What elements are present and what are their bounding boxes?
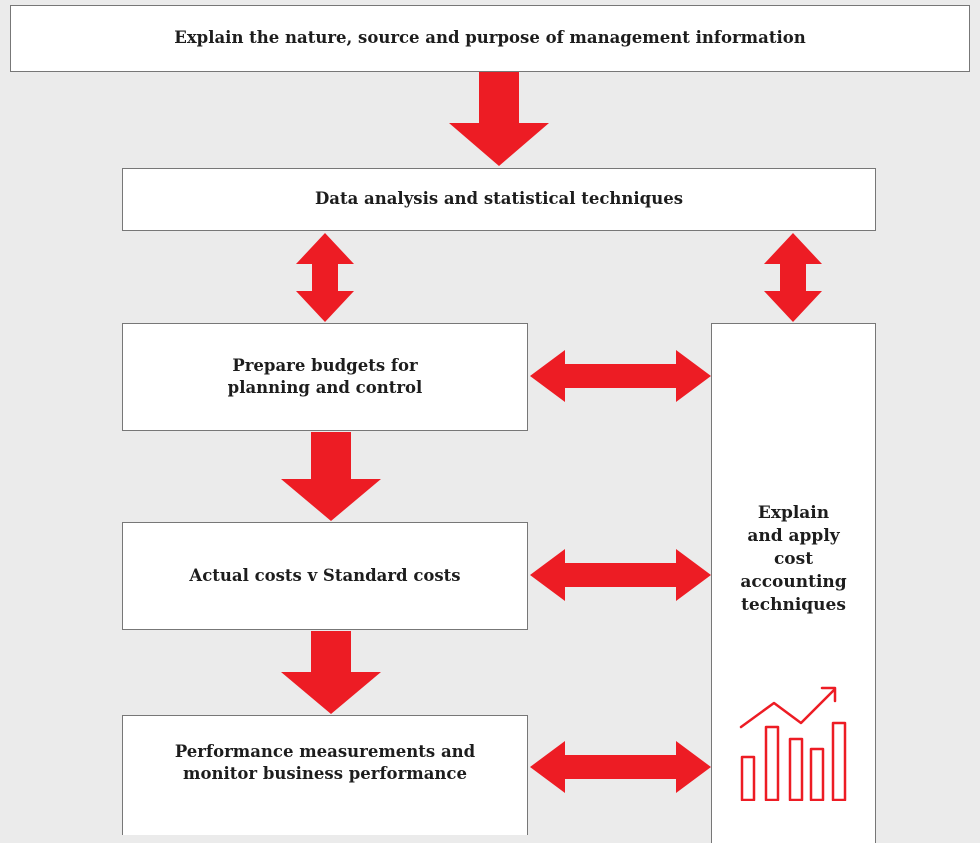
bar-chart-trend-up-icon <box>739 686 847 801</box>
management-information-label: Explain the nature, source and purpose o… <box>174 28 806 48</box>
cost-accounting-box: Explain and apply cost accounting techni… <box>711 323 876 843</box>
arrow-actual-to-performance <box>281 631 381 714</box>
arrow-budgets-to-actual <box>281 432 381 521</box>
cost-accounting-label: Explain and apply cost accounting techni… <box>740 503 847 615</box>
budgets-box: Prepare budgets for planning and control <box>122 323 528 431</box>
arrow-top-to-data <box>449 72 549 166</box>
performance-box: Performance measurements and monitor bus… <box>122 715 528 835</box>
data-analysis-box: Data analysis and statistical techniques <box>122 168 876 231</box>
data-analysis-label: Data analysis and statistical techniques <box>314 189 684 209</box>
arrow-data-cost-bidirectional <box>764 233 822 322</box>
arrow-budgets-cost-bidirectional <box>530 350 711 402</box>
management-information-box: Explain the nature, source and purpose o… <box>10 5 970 72</box>
budgets-label: Prepare budgets for planning and control <box>227 355 423 397</box>
arrow-performance-cost-bidirectional <box>530 741 711 793</box>
performance-label: Performance measurements and monitor bus… <box>174 742 476 784</box>
arrow-actual-cost-bidirectional <box>530 549 711 601</box>
actual-costs-box: Actual costs v Standard costs <box>122 522 528 630</box>
arrow-data-budgets-bidirectional <box>296 233 354 322</box>
actual-costs-label: Actual costs v Standard costs <box>189 565 461 585</box>
